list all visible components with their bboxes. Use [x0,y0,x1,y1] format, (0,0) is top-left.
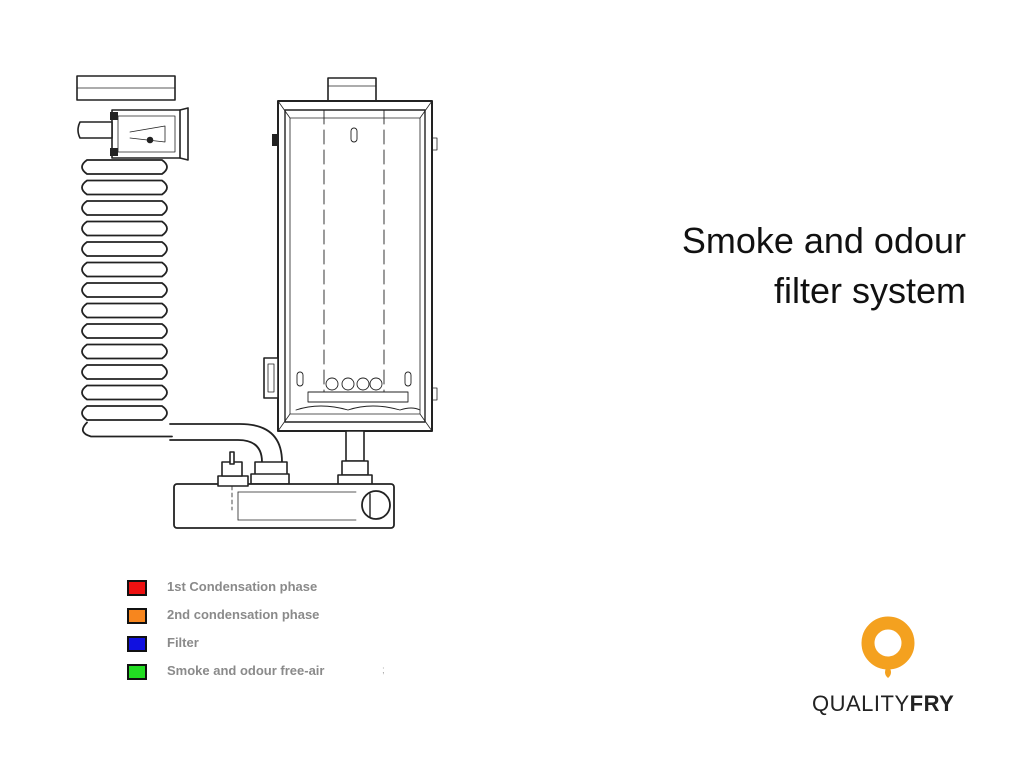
coil-hose [81,159,173,438]
outlet-pipe [337,430,373,486]
coil-loop [81,302,168,319]
coil-loop [81,405,168,421]
manifold [173,451,395,529]
filter-cabinet [263,77,438,432]
coil-loop [81,364,168,380]
logo-wordmark: QUALITYFRY [812,691,954,717]
title-line-2: filter system [773,270,966,311]
legend-swatch [127,636,147,652]
legend-swatch [127,664,147,680]
inlet-bracket [76,75,176,101]
inlet-hood [77,107,189,161]
coil-loop [81,343,168,360]
coil-loop [81,220,168,237]
droplet-ring-icon [861,616,915,678]
coil-loop [81,282,168,298]
coil-loop [81,159,168,175]
legend-label: Filter [167,635,199,650]
legend-item: 2nd condensation phase [127,606,407,626]
legend-swatch [127,608,147,624]
coil-loop [81,384,168,401]
coil-loop [81,261,168,278]
coil-tail [81,421,173,438]
hose-elbow [169,423,290,485]
legend-label: 1st Condensation phase [167,579,318,594]
legend-item: Filter [127,634,407,654]
qualityfry-logo: QUALITYFRY [810,615,970,725]
legend-item: Smoke and odour free-air ; [127,662,407,682]
legend-label: 2nd condensation phase [167,607,320,622]
coil-loop [81,179,168,196]
stray-mark: ; [382,665,385,676]
legend-swatch [127,580,147,596]
logo-word-bold: FRY [909,691,955,716]
logo-word-regular: QUALITY [812,691,910,716]
coil-loop [81,200,168,216]
coil-loop [81,241,168,257]
legend-label: Smoke and odour free-air [167,663,325,678]
coil-loop [81,323,168,339]
title-line-1: Smoke and odour [681,220,966,261]
slide-title: Smoke and odour filter system [566,216,966,316]
legend-item: 1st Condensation phase [127,578,407,598]
